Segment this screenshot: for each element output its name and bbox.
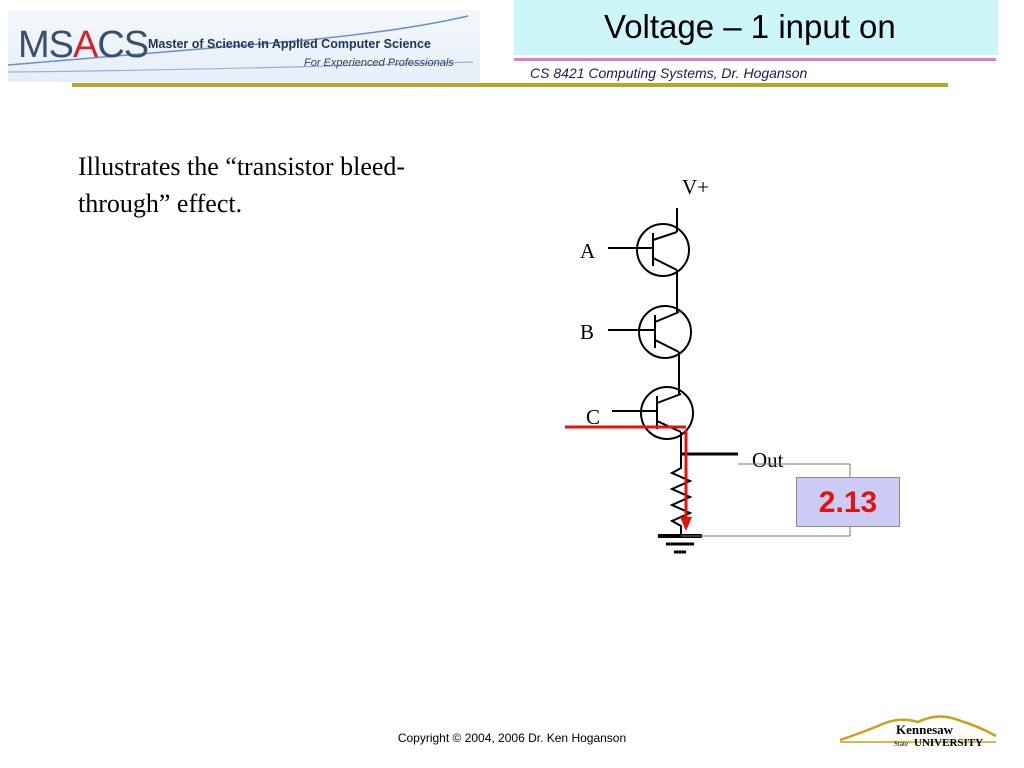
current-arrowhead: [680, 517, 692, 531]
copyright-footer: Copyright © 2004, 2006 Dr. Ken Hoganson: [397, 731, 627, 745]
out-label: Out: [752, 448, 784, 472]
logo-swoosh-graphic: [8, 15, 474, 73]
vplus-label: V+: [682, 175, 709, 199]
logo-tagline: Master of Science in Applied Computer Sc…: [148, 37, 431, 51]
mountain-outline-icon: [839, 715, 997, 742]
kennesaw-state-logo: Kennesaw State UNIVERSITY: [839, 715, 997, 749]
resistor: [669, 454, 693, 536]
university-name-line1: Kennesaw: [896, 722, 954, 737]
university-name-line2: State: [894, 740, 908, 748]
title-banner: Voltage – 1 input on: [514, 0, 998, 55]
logo-wordmark: MSACS: [18, 24, 149, 66]
msacs-logo: MSACS Master of Science in Applied Compu…: [8, 10, 480, 82]
input-label-b: B: [580, 320, 594, 344]
university-name-line3: UNIVERSITY: [914, 737, 983, 749]
input-label-c: C: [586, 405, 600, 429]
input-label-a: A: [580, 239, 596, 263]
slide-body-text: Illustrates the “transistor bleed-throug…: [78, 152, 406, 218]
ground-symbol: [658, 534, 702, 554]
transistor-c: [612, 386, 694, 440]
transistor-circuit-diagram: V+ A B C Out: [565, 175, 851, 554]
transistor-a: [608, 223, 690, 277]
course-line: CS 8421 Computing Systems, Dr. Hoganson: [530, 65, 808, 81]
header-rule: [72, 83, 948, 87]
title-underline: [514, 58, 996, 61]
transistor-b: [608, 305, 692, 359]
logo-subtitle: For Experienced Professionals: [304, 57, 454, 69]
voltage-readout: 2.13: [796, 477, 900, 527]
slide-title: Voltage – 1 input on: [604, 8, 896, 45]
